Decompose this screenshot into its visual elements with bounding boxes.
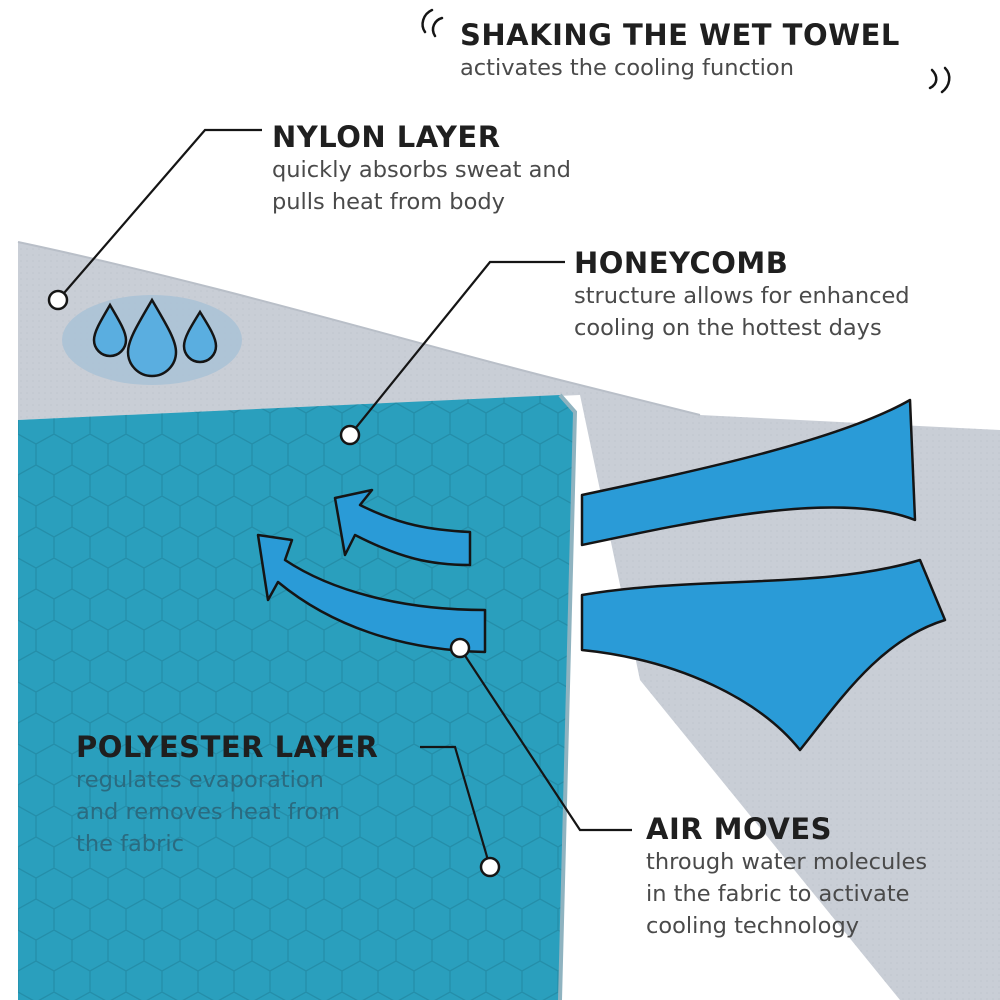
air-title: AIR MOVES [646, 812, 833, 846]
honeycomb-leader [349, 260, 565, 436]
nylon-leader [57, 128, 262, 301]
air-marker [449, 637, 471, 659]
air-line-2: in the fabric to activate [646, 881, 910, 907]
polyester-line-2: and removes heat from [76, 799, 341, 825]
shaking-description: activates the cooling function [460, 52, 900, 84]
honeycomb-line-1: structure allows for enhanced [574, 283, 910, 309]
air-line-3: cooling technology [646, 913, 860, 939]
honeycomb-callout: HONEYCOMB structure allows for enhanced … [574, 246, 910, 344]
shaking-line-1: activates the cooling function [460, 55, 794, 81]
nylon-description: quickly absorbs sweat and pulls heat fro… [272, 154, 571, 218]
water-drops-icon [62, 295, 242, 385]
air-callout: AIR MOVES through water molecules in the… [646, 812, 927, 942]
polyester-marker [479, 856, 501, 878]
shaking-title: SHAKING THE WET TOWEL [460, 18, 900, 52]
polyester-line-1: regulates evaporation [76, 767, 324, 793]
nylon-layer [17, 241, 1000, 1000]
air-ribbons [580, 398, 947, 752]
polyester-callout: POLYESTER LAYER regulates evaporation an… [76, 730, 378, 860]
air-line-1: through water molecules [646, 849, 928, 875]
honeycomb-description: structure allows for enhanced cooling on… [574, 280, 910, 344]
polyester-title: POLYESTER LAYER [76, 730, 379, 764]
sound-wave-icon [421, 8, 951, 94]
shaking-callout: SHAKING THE WET TOWEL activates the cool… [460, 18, 900, 84]
air-description: through water molecules in the fabric to… [646, 846, 927, 942]
nylon-title: NYLON LAYER [272, 120, 501, 154]
honeycomb-marker [339, 424, 361, 446]
honeycomb-line-2: cooling on the hottest days [574, 315, 882, 341]
leader-lines [57, 128, 632, 868]
nylon-marker [47, 289, 69, 311]
polyester-description: regulates evaporation and removes heat f… [76, 764, 378, 860]
polyester-line-3: the fabric [76, 831, 184, 857]
nylon-line-1: quickly absorbs sweat and [272, 157, 571, 183]
nylon-line-2: pulls heat from body [272, 189, 505, 215]
air-leader [459, 647, 632, 832]
polyester-leader [420, 745, 492, 868]
air-arrows [256, 470, 487, 654]
honeycomb-title: HONEYCOMB [574, 246, 789, 280]
nylon-callout: NYLON LAYER quickly absorbs sweat and pu… [272, 120, 571, 218]
